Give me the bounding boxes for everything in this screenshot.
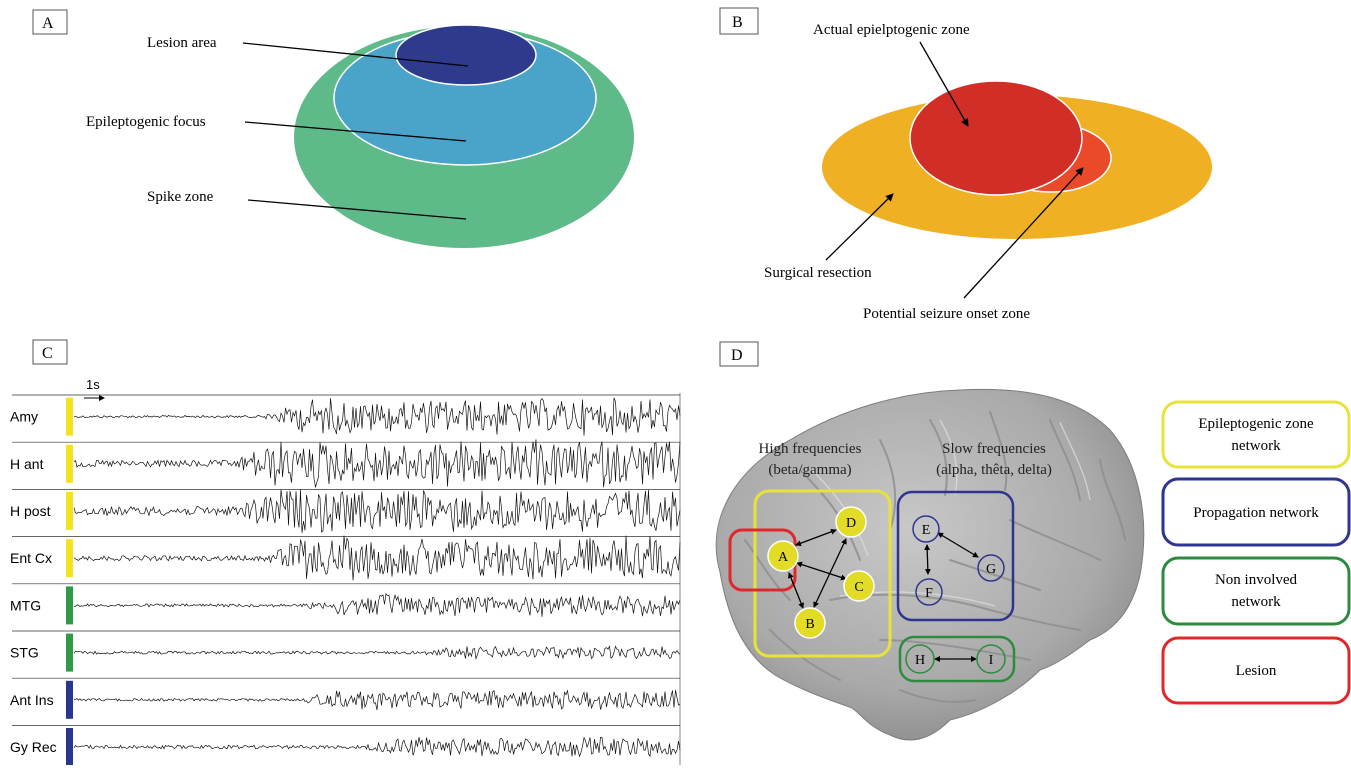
panel-c-label: C [42, 345, 53, 362]
potential-zone-arrow [963, 167, 1084, 299]
network-connections [788, 528, 979, 662]
svg-text:I: I [989, 653, 994, 668]
network-node-b: B [794, 607, 826, 639]
panel-a-label: A [42, 15, 54, 32]
legend-lesion: Lesion [1161, 636, 1351, 705]
panel-d-label-box [719, 341, 759, 367]
channel-color-bar [66, 728, 73, 766]
channel-color-bar [66, 444, 73, 483]
legend-epileptogenic-network: Epileptogenic zone network [1161, 400, 1351, 469]
lesion-area-pointer [242, 42, 469, 67]
channel-color-bar [66, 397, 73, 436]
panel-d-label: D [731, 347, 743, 364]
network-node-c: C [843, 570, 875, 602]
actual-zone-label: Actual epielptogenic zone [813, 22, 970, 38]
slow-freq-title: Slow frequencies [942, 441, 1046, 457]
svg-text:Epileptogenic zone: Epileptogenic zone [1198, 416, 1314, 432]
eeg-traces [12, 393, 681, 765]
channel-label: Ent Cx [10, 550, 52, 566]
legend-non-involved-network: Non involved network [1161, 556, 1351, 626]
network-node-d: D [835, 506, 867, 538]
epileptogenic-focus-pointer [244, 121, 467, 142]
svg-text:network: network [1231, 594, 1281, 610]
network-node-i: I [976, 644, 1006, 674]
eeg-trace [73, 592, 681, 617]
lesion-area-ellipse [395, 24, 537, 86]
svg-text:A: A [778, 550, 789, 565]
svg-text:C: C [854, 580, 863, 595]
network-node-g: G [977, 554, 1005, 582]
eeg-trace [73, 535, 681, 581]
channel-label: Ant Ins [10, 692, 54, 708]
channel-label: H ant [10, 456, 44, 472]
eeg-trace [73, 439, 681, 488]
channel-color-bar [66, 492, 73, 530]
svg-text:B: B [805, 617, 814, 632]
channel-color-bar [66, 539, 73, 578]
channel-color-bar [66, 680, 73, 719]
svg-text:F: F [925, 586, 933, 601]
svg-text:Non involved: Non involved [1215, 572, 1298, 588]
svg-text:Lesion: Lesion [1236, 663, 1277, 679]
potential-zone-label: Potential seizure onset zone [863, 306, 1030, 322]
panel-a: A Lesion area Epileptogenic focus Spike … [32, 9, 634, 248]
epileptogenic-network-box [753, 489, 892, 658]
panel-b-label: B [732, 14, 743, 31]
panel-c-label-box [32, 339, 68, 365]
eeg-trace [73, 736, 681, 758]
svg-text:G: G [986, 562, 996, 577]
eeg-trace [73, 689, 681, 711]
network-node-f: F [915, 578, 943, 606]
svg-text:network: network [1231, 438, 1281, 454]
epileptogenic-focus-label: Epileptogenic focus [86, 114, 206, 130]
actual-zone-arrow [919, 41, 969, 127]
propagation-network-box [896, 490, 1015, 622]
svg-text:D: D [846, 516, 856, 531]
eeg-trace [73, 489, 681, 533]
slow-freq-subtitle: (alpha, thêta, delta) [936, 462, 1052, 478]
surgical-resection-arrow [825, 193, 894, 261]
spike-zone-label: Spike zone [147, 189, 214, 205]
actual-epileptogenic-zone-ellipse [909, 80, 1083, 196]
panel-b-label-box [719, 7, 759, 35]
lesion-area-label: Lesion area [147, 35, 217, 51]
svg-text:E: E [922, 523, 931, 538]
channel-label: STG [10, 645, 39, 661]
legend-propagation-network: Propagation network [1161, 477, 1351, 547]
panel-a-label-box [32, 9, 68, 35]
surgical-resection-label: Surgical resection [764, 265, 872, 281]
channel-color-bar [66, 633, 73, 672]
eeg-trace [73, 645, 681, 660]
panel-b: B Actual epielptogenic zone Surgical res… [719, 7, 1212, 322]
svg-text:H: H [915, 653, 925, 668]
high-freq-subtitle: (beta/gamma) [768, 462, 851, 478]
network-node-e: E [912, 515, 940, 543]
svg-text:Propagation network: Propagation network [1193, 505, 1319, 521]
channel-label: Gy Rec [10, 739, 57, 755]
time-scale-label: 1s [86, 377, 100, 392]
panel-d: D [715, 341, 1351, 741]
channel-color-bar [66, 586, 73, 625]
high-freq-title: High frequencies [759, 441, 862, 457]
network-node-a: A [767, 540, 799, 572]
channel-label: H post [10, 503, 51, 519]
eeg-trace [73, 397, 681, 436]
channel-label: Amy [10, 409, 38, 425]
non-involved-network-box [898, 635, 1016, 683]
channel-label: MTG [10, 597, 41, 613]
network-node-h: H [905, 644, 935, 674]
spike-zone-pointer [247, 199, 467, 220]
